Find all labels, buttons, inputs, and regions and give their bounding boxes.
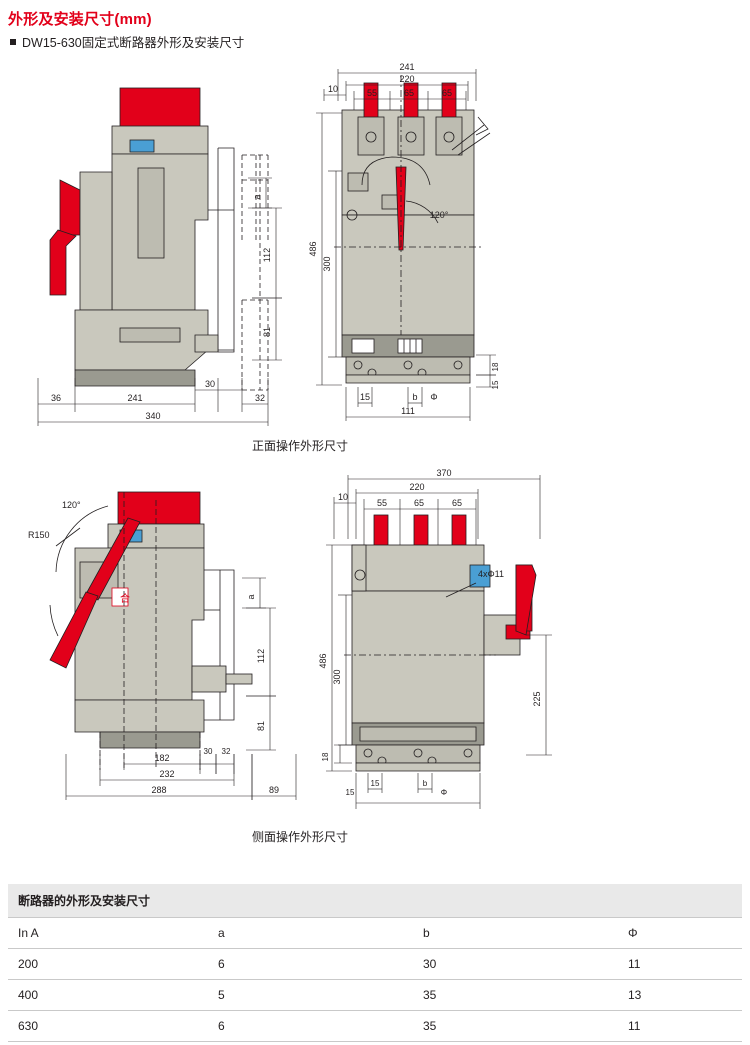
table-title: 断路器的外形及安装尺寸 bbox=[8, 884, 742, 918]
dim-phi: Φ bbox=[430, 392, 437, 402]
dim-232: 232 bbox=[159, 769, 174, 779]
dim-b: b bbox=[423, 779, 428, 788]
dim-81: 81 bbox=[256, 721, 266, 731]
dim-18: 18 bbox=[491, 362, 500, 371]
table-title-row: 断路器的外形及安装尺寸 bbox=[8, 884, 742, 918]
dim-220: 220 bbox=[399, 74, 414, 84]
caption-front: 正面操作外形尺寸 bbox=[251, 439, 348, 453]
col-header-a: a bbox=[208, 917, 413, 949]
dim-89: 89 bbox=[269, 785, 279, 795]
dim-a: a bbox=[252, 194, 262, 199]
dim-65a: 65 bbox=[414, 498, 424, 508]
cell-b: 35 bbox=[413, 979, 618, 1011]
cell-phi: 11 bbox=[618, 1010, 742, 1042]
col-header-in-a: In A bbox=[8, 917, 208, 949]
dim-65a: 65 bbox=[404, 88, 414, 98]
label-he: 合 bbox=[120, 592, 130, 605]
dim-112: 112 bbox=[256, 649, 266, 663]
dim-55: 55 bbox=[367, 88, 377, 98]
cell-a: 6 bbox=[208, 1010, 413, 1042]
figure-side-right: 370 220 10 55 65 65 4xΦ11 486 300 225 18… bbox=[310, 465, 590, 835]
page-subtitle: DW15-630固定式断路器外形及安装尺寸 bbox=[10, 32, 244, 51]
dim-241: 241 bbox=[127, 393, 142, 403]
dim-340: 340 bbox=[145, 411, 160, 421]
table-header-row: In A a b Φ bbox=[8, 917, 742, 949]
dim-182: 182 bbox=[154, 753, 169, 763]
dim-15a: 15 bbox=[346, 788, 355, 797]
cell-b: 30 bbox=[413, 948, 618, 980]
dim-18: 18 bbox=[321, 752, 330, 761]
caption-side: 侧面操作外形尺寸 bbox=[251, 830, 348, 844]
subtitle-text: DW15-630固定式断路器外形及安装尺寸 bbox=[22, 36, 245, 50]
cell-in-a: 630 bbox=[8, 1010, 208, 1042]
dim-300: 300 bbox=[322, 256, 332, 271]
bullet-marker bbox=[10, 39, 16, 45]
dim-65b: 65 bbox=[442, 88, 452, 98]
dim-r150: R150 bbox=[28, 530, 50, 540]
dim-10: 10 bbox=[338, 492, 348, 502]
cell-phi: 11 bbox=[618, 948, 742, 980]
dim-a: a bbox=[246, 594, 256, 599]
dim-65b: 65 bbox=[452, 498, 462, 508]
dim-241: 241 bbox=[399, 62, 414, 72]
dim-10: 10 bbox=[328, 84, 338, 94]
dim-370: 370 bbox=[436, 468, 451, 478]
dim-225: 225 bbox=[532, 691, 542, 706]
dim-120deg: 120° bbox=[430, 210, 449, 220]
table-row: 400 5 35 13 bbox=[8, 979, 742, 1011]
dim-36: 36 bbox=[51, 393, 61, 403]
cell-in-a: 200 bbox=[8, 948, 208, 980]
dim-81: 81 bbox=[262, 327, 272, 337]
dim-486: 486 bbox=[308, 241, 318, 256]
figure-front-right: 241 220 10 55 65 65 486 300 120° 111 15 … bbox=[300, 55, 530, 445]
col-header-b: b bbox=[413, 917, 618, 949]
dim-300: 300 bbox=[332, 669, 342, 684]
figure-front-left: a 112 81 36 241 30 32 340 bbox=[20, 60, 320, 440]
cell-b: 35 bbox=[413, 1010, 618, 1042]
dim-4xphi11: 4xΦ11 bbox=[478, 569, 504, 579]
dim-30: 30 bbox=[205, 379, 215, 389]
dim-phi: Φ bbox=[441, 788, 447, 797]
dim-120deg: 120° bbox=[62, 500, 81, 510]
dim-15b: 15 bbox=[491, 380, 500, 389]
page-title: 外形及安装尺寸(mm) bbox=[8, 11, 152, 28]
dim-288: 288 bbox=[151, 785, 166, 795]
col-header-phi: Φ bbox=[618, 917, 742, 949]
dim-220: 220 bbox=[409, 482, 424, 492]
dim-112: 112 bbox=[262, 248, 272, 262]
table-row: 200 6 30 11 bbox=[8, 948, 742, 980]
dim-111: 111 bbox=[401, 406, 415, 416]
table-row: 630 6 35 11 bbox=[8, 1010, 742, 1042]
dim-15b: 15 bbox=[371, 779, 380, 788]
dim-30: 30 bbox=[204, 747, 213, 756]
dim-b: b bbox=[412, 392, 417, 402]
cell-in-a: 400 bbox=[8, 979, 208, 1011]
spec-table: 断路器的外形及安装尺寸 In A a b Φ 200 6 30 11 400 5… bbox=[8, 884, 742, 1042]
cell-a: 6 bbox=[208, 948, 413, 980]
dim-15: 15 bbox=[360, 392, 370, 402]
dim-32: 32 bbox=[222, 747, 231, 756]
cell-a: 5 bbox=[208, 979, 413, 1011]
dim-486: 486 bbox=[318, 653, 328, 668]
figure-side-left: 120° R150 a 112 81 182 30 32 232 288 89 … bbox=[20, 470, 320, 830]
dim-55: 55 bbox=[377, 498, 387, 508]
dim-32: 32 bbox=[255, 393, 265, 403]
cell-phi: 13 bbox=[618, 979, 742, 1011]
